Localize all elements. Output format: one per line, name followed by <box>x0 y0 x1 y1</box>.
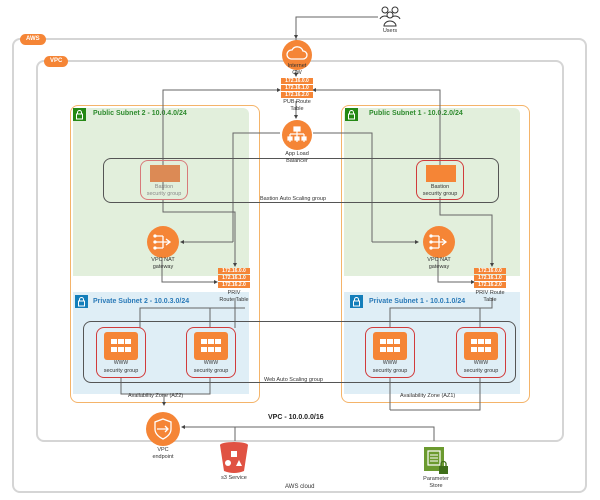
parameter-store-label: Parameter Store <box>417 476 455 490</box>
internet-gateway-icon[interactable] <box>282 40 312 70</box>
priv-rt-label-line2: Table <box>483 297 497 303</box>
security-group-label: security group <box>103 368 139 374</box>
vpc-endpoint-label-line2: endpoint <box>152 454 174 460</box>
route-entry: 172.16.2.0 <box>474 282 506 288</box>
private-route-table-az2[interactable]: 172.16.0.0 172.16.1.0 172.16.2.0 <box>218 268 250 289</box>
parameter-store-label-line1: Parameter <box>423 476 449 482</box>
web-server-security-group[interactable]: WWW security group <box>186 327 236 378</box>
public-route-table-label-line1: PUB Route <box>283 99 311 105</box>
route-entry: 172.16.2.0 <box>281 92 313 98</box>
web-server-security-group[interactable]: WWW security group <box>365 327 415 378</box>
route-entry: 172.16.0.0 <box>218 268 250 274</box>
private-route-table-az1-label: PRIV Route Table <box>470 290 510 304</box>
users-icon <box>378 5 402 27</box>
aws-cloud-label: AWS cloud <box>285 484 315 490</box>
bastion-label-line1: Bastion <box>154 184 174 190</box>
bastion-label-line1: Bastion <box>430 184 450 190</box>
web-server-name: WWW <box>203 360 219 366</box>
private-route-table-az2-label: PRIV Route Table <box>214 290 254 304</box>
load-balancer-label-line1: App Load <box>285 151 309 157</box>
vpc-endpoint-icon[interactable] <box>146 412 180 446</box>
web-server-name: WWW <box>382 360 398 366</box>
vpc-endpoint-label: VPC endpoint <box>143 447 183 461</box>
private-subnet-1-title: Private Subnet 1 - 10.0.1.0/24 <box>369 298 466 305</box>
load-balancer-icon[interactable] <box>282 120 312 150</box>
availability-zone-az1-label: Availability Zone (AZ1) <box>400 393 456 399</box>
nat-label-line1: VPC NAT <box>151 257 175 263</box>
vpc-endpoint-label-line1: VPC <box>157 447 169 453</box>
ec2-instance-icon <box>373 332 407 360</box>
bastion-host-icon <box>150 165 180 182</box>
vpc-cidr-label: VPC - 10.0.0.0/16 <box>268 414 324 421</box>
nat-gateway-az1-icon[interactable] <box>423 226 455 258</box>
load-balancer-label-line2: Balancer <box>286 158 308 164</box>
route-entry: 172.16.0.0 <box>474 268 506 274</box>
s3-bucket-icon[interactable] <box>218 441 250 474</box>
public-subnet-2-title: Public Subnet 2 - 10.0.4.0/24 <box>93 110 187 117</box>
priv-rt-label-line1: PRIV <box>227 290 241 296</box>
priv-rt-label-line2: Route Table <box>219 297 249 303</box>
web-server-name: WWW <box>473 360 489 366</box>
bastion-security-group-az1[interactable]: Bastion security group <box>416 160 464 200</box>
web-auto-scaling-group <box>83 321 516 383</box>
route-entry: 172.16.1.0 <box>218 275 250 281</box>
security-group-label: security group <box>463 368 499 374</box>
ec2-instance-icon <box>104 332 138 360</box>
bastion-asg-label: Bastion Auto Scaling group <box>260 196 327 202</box>
ec2-instance-icon <box>194 332 228 360</box>
nat-gateway-az2-icon[interactable] <box>147 226 179 258</box>
aws-cloud-container <box>12 38 587 493</box>
web-server-security-group[interactable]: WWW security group <box>456 327 506 378</box>
route-entry: 172.16.1.0 <box>474 275 506 281</box>
lock-icon <box>75 295 88 308</box>
public-route-table[interactable]: 172.16.0.0 172.16.1.0 172.16.2.0 <box>281 78 313 99</box>
route-entry: 172.16.0.0 <box>281 78 313 84</box>
lock-icon <box>345 108 358 121</box>
web-server-name: WWW <box>113 360 129 366</box>
security-group-label: security group <box>372 368 408 374</box>
nat-label-line2: gateway <box>428 264 450 270</box>
ec2-instance-icon <box>464 332 498 360</box>
load-balancer-label: App Load Balancer <box>277 151 317 165</box>
bastion-label: Bastion security group <box>417 184 463 198</box>
public-route-table-label: PUB Route Table <box>277 99 317 113</box>
nat-gateway-az1-label: VPC NAT gateway <box>419 257 459 271</box>
parameter-store-icon[interactable] <box>424 447 450 475</box>
lock-icon <box>350 295 363 308</box>
private-subnet-2-title: Private Subnet 2 - 10.0.3.0/24 <box>93 298 190 305</box>
route-entry: 172.16.2.0 <box>218 282 250 288</box>
bastion-host-icon <box>426 165 456 182</box>
internet-gateway-label-line1: Internet <box>287 63 307 69</box>
bastion-label-line2: security group <box>146 191 182 197</box>
availability-zone-az2-label: Availability Zone (AZ2) <box>128 393 184 399</box>
nat-gateway-az2-label: VPC NAT gateway <box>143 257 183 271</box>
parameter-store-label-line2: Store <box>429 483 443 489</box>
public-subnet-1-title: Public Subnet 1 - 10.0.2.0/24 <box>369 110 463 117</box>
web-server-security-group[interactable]: WWW security group <box>96 327 146 378</box>
private-route-table-az1[interactable]: 172.16.0.0 172.16.1.0 172.16.2.0 <box>474 268 506 289</box>
bastion-security-group-az2[interactable]: Bastion security group <box>140 160 188 200</box>
security-group-label: security group <box>193 368 229 374</box>
lock-icon <box>73 108 86 121</box>
priv-rt-label-line1: PRIV Route <box>475 290 505 296</box>
users-label: Users <box>382 28 398 34</box>
bastion-label-line2: security group <box>422 191 458 197</box>
internet-gateway-label: Internet GW <box>277 63 317 77</box>
nat-label-line1: VPC NAT <box>427 257 451 263</box>
internet-gateway-label-line2: GW <box>292 70 302 76</box>
web-asg-label: Web Auto Scaling group <box>264 377 323 383</box>
nat-label-line2: gateway <box>152 264 174 270</box>
aws-badge: AWS <box>20 34 46 45</box>
route-entry: 172.16.1.0 <box>281 85 313 91</box>
s3-label: s3 Service <box>221 475 247 481</box>
public-route-table-label-line2: Table <box>290 106 304 112</box>
vpc-badge: VPC <box>44 56 69 67</box>
bastion-auto-scaling-group <box>103 158 499 203</box>
bastion-label: Bastion security group <box>141 184 187 198</box>
